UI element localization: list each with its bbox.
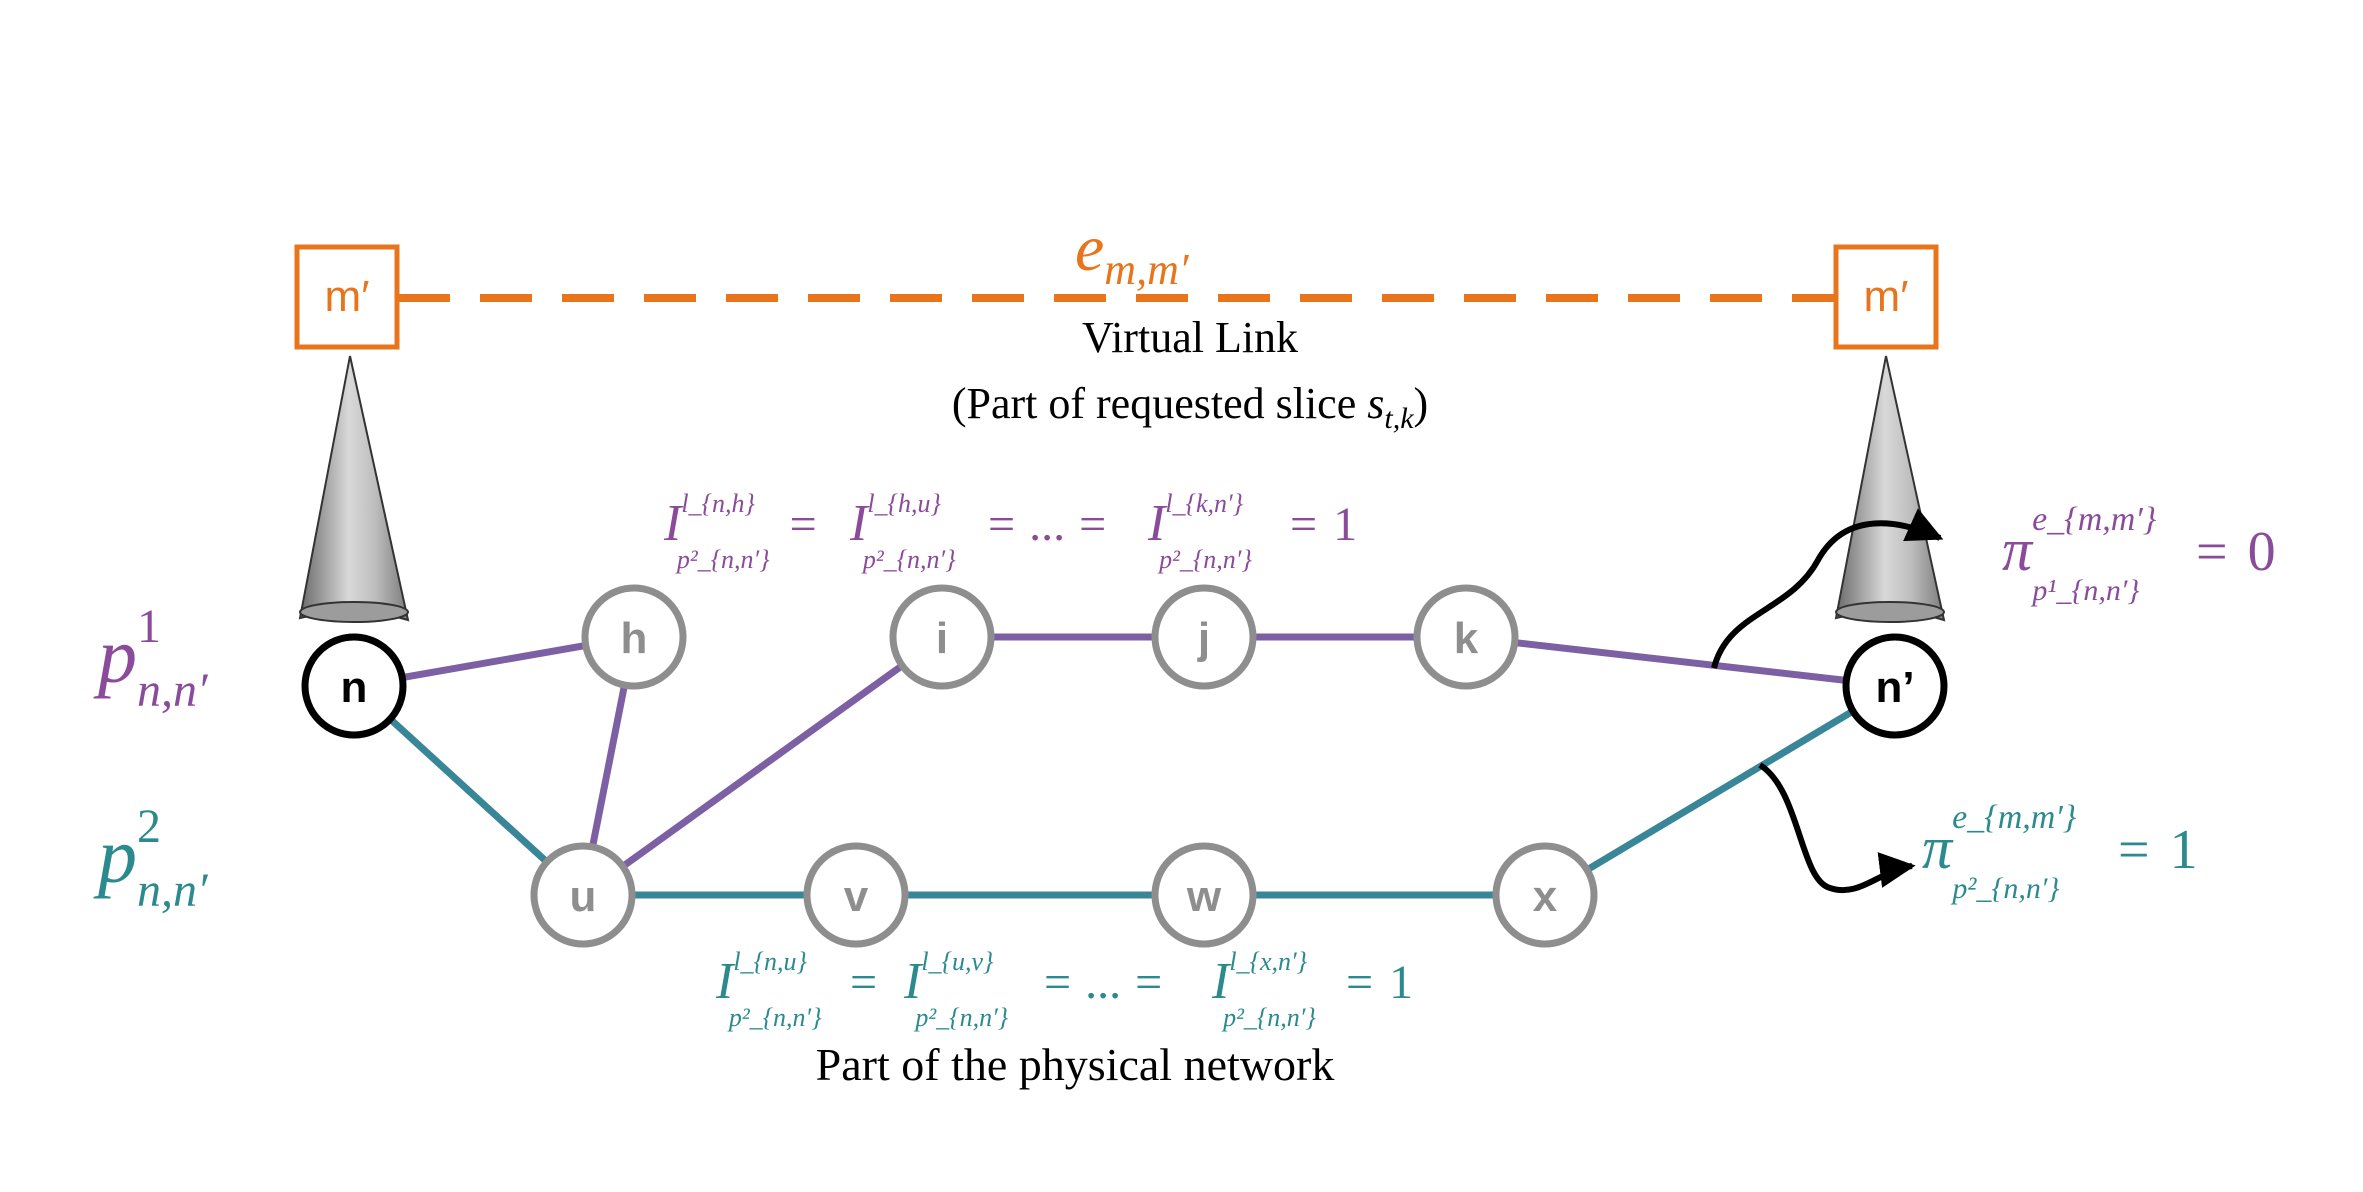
virtual-node-right-label: m′ (1864, 272, 1909, 321)
node-v: v (803, 842, 909, 948)
svg-text:=0: =0 (2196, 521, 2276, 583)
pi1-arrow (1711, 508, 1944, 669)
svg-text:πe_{m,m′}p²_{n,n′}: πe_{m,m′}p²_{n,n′} (1922, 799, 2077, 905)
node-v-label: v (844, 872, 869, 921)
svg-text:Il_{x,n′}p²_{n,n′}: Il_{x,n′}p²_{n,n′} (1211, 947, 1316, 1032)
virtual-link-title: Virtual Link (1082, 313, 1298, 362)
node-nprime-label: n’ (1875, 663, 1914, 712)
pi2-equation: πe_{m,m′}p²_{n,n′} =1 (1922, 799, 2198, 905)
node-u: u (530, 842, 636, 948)
node-w-label: w (1186, 872, 1222, 921)
cone-right (1834, 355, 1946, 623)
node-w: w (1151, 842, 1257, 948)
physical-network-caption: Part of the physical network (816, 1039, 1335, 1090)
cone-left (298, 355, 410, 623)
node-k-label: k (1454, 614, 1479, 663)
node-k: k (1413, 584, 1519, 690)
path1-indicator-equation: Il_{n,h}p²_{n,n′} = Il_{h,u}p²_{n,n′} = … (663, 489, 1357, 574)
edge-u-i (580, 634, 945, 898)
edge-x-nprime (1543, 682, 1897, 899)
svg-text:=1: =1 (2118, 819, 2198, 881)
virtual-node-right: m′ (1833, 244, 1939, 350)
svg-text:=: = (850, 956, 877, 1009)
edge-k-nprime (1465, 633, 1896, 690)
node-j: j (1151, 584, 1257, 690)
svg-text:= 1: = 1 (1290, 498, 1357, 551)
node-x: x (1492, 842, 1598, 948)
path2-indicator-equation: Il_{n,u}p²_{n,n′} = Il_{u,v}p²_{n,n′} = … (715, 947, 1413, 1032)
pi2-arrow (1758, 762, 1916, 893)
node-n-label: n (341, 663, 368, 712)
node-u-label: u (570, 872, 597, 921)
svg-text:πe_{m,m′}p¹_{n,n′}: πe_{m,m′}p¹_{n,n′} (2002, 501, 2157, 607)
svg-text:Il_{n,h}p²_{n,n′} =: Il_{n,h}p²_{n,n′} = (663, 489, 817, 574)
svg-text:= ... =: = ... = (988, 498, 1106, 551)
node-n: n (301, 633, 407, 739)
svg-text:Il_{n,u}p²_{n,n′}: Il_{n,u}p²_{n,n′} (715, 947, 822, 1032)
pi1-equation: πe_{m,m′}p¹_{n,n′} =0 (2002, 501, 2276, 607)
virtual-edge-label: em,m′ (1075, 212, 1190, 294)
node-j-label: j (1197, 614, 1210, 663)
node-nprime: n’ (1842, 633, 1948, 739)
svg-text:Il_{k,n′}p²_{n,n′}: Il_{k,n′}p²_{n,n′} (1147, 489, 1252, 574)
virtual-link-subtitle: (Part of requested slice st,k) (952, 379, 1428, 435)
svg-text:Il_{u,v}p²_{n,n′}: Il_{u,v}p²_{n,n′} (903, 947, 1009, 1032)
svg-text:= ... =: = ... = (1044, 956, 1162, 1009)
node-h-label: h (621, 614, 648, 663)
node-x-label: x (1533, 872, 1558, 921)
svg-text:= 1: = 1 (1346, 956, 1413, 1009)
node-i-label: i (936, 614, 948, 663)
virtual-node-left-label: m′ (325, 272, 370, 321)
node-h: h (581, 584, 687, 690)
virtual-link: m′ m′ em,m′ Virtual Link (Part of reques… (294, 212, 1939, 435)
svg-text:Il_{h,u}p²_{n,n′}: Il_{h,u}p²_{n,n′} (849, 489, 956, 574)
node-i: i (889, 584, 995, 690)
virtual-node-left: m′ (294, 244, 400, 350)
